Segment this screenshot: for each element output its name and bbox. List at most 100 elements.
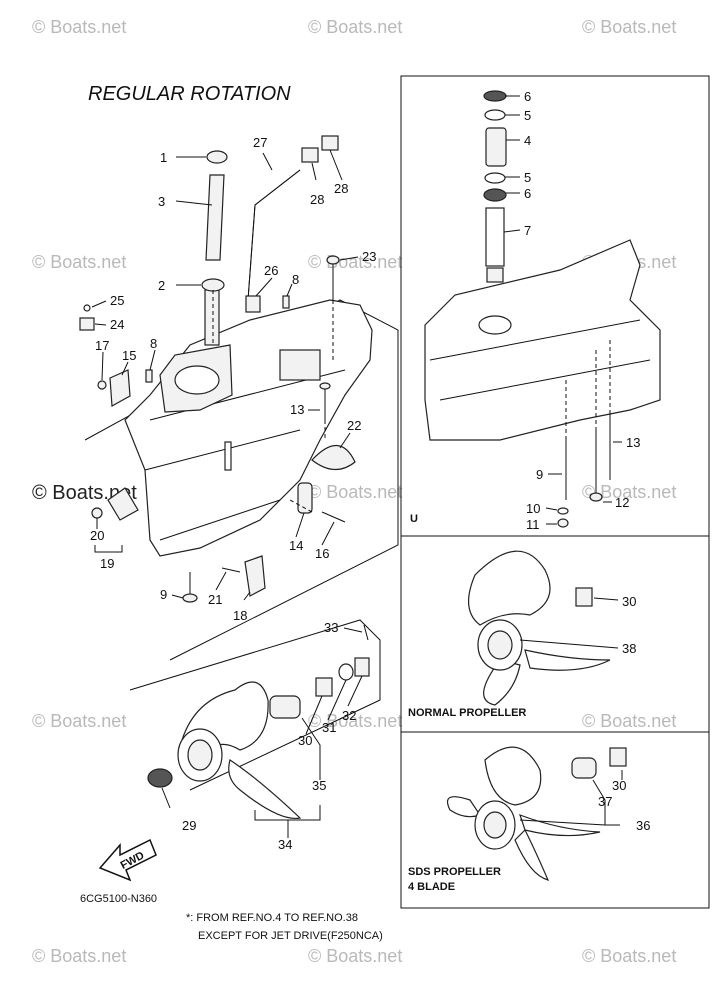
bolt-13-head: [319, 382, 331, 390]
leader-n38: [519, 639, 619, 649]
callout: 34: [278, 837, 292, 852]
callout: 15: [122, 348, 136, 363]
nut-32: [354, 657, 370, 677]
casing-u-contour: [429, 319, 651, 401]
leader-35: [301, 717, 321, 780]
sds-propeller-label: SDS PROPELLER: [408, 866, 501, 878]
water-pipe-inner: [247, 169, 301, 301]
watermark: © Boats.net: [32, 252, 126, 272]
watermark: © Boats.net: [308, 252, 402, 272]
normal-propeller: [468, 550, 611, 706]
leader-26: [255, 277, 273, 297]
callout: 10: [526, 501, 540, 516]
leader-30a: [305, 695, 323, 735]
propeller-blade-lower: [228, 759, 302, 820]
leader-23: [339, 256, 359, 261]
callout: 23: [362, 249, 376, 264]
callout: 8: [292, 272, 299, 287]
callout: 13: [626, 435, 640, 450]
callout: 9: [160, 587, 167, 602]
fwd-arrow: FWD: [98, 838, 157, 882]
callout: 7: [524, 223, 531, 238]
trim-tab-anode: [311, 444, 356, 471]
sds-propeller: [446, 746, 627, 881]
bolt-9-head: [182, 593, 198, 603]
callout: 4: [524, 133, 531, 148]
callout: 13: [290, 402, 304, 417]
watermarks: © Boats.net © Boats.net © Boats.net © Bo…: [32, 17, 676, 966]
callout: 27: [253, 135, 267, 150]
leader-u7: [503, 229, 521, 233]
watermark: © Boats.net: [32, 946, 126, 966]
callout: 8: [150, 336, 157, 351]
callout: 2: [158, 278, 165, 293]
cotter-pin-33: [363, 624, 369, 641]
grommet-28-b: [321, 135, 339, 151]
dowel-pin: [145, 369, 153, 383]
callout: 14: [289, 538, 303, 553]
normal-propeller-label: NORMAL PROPELLER: [408, 707, 526, 719]
callout: 17: [95, 338, 109, 353]
watermark: © Boats.net: [582, 711, 676, 731]
plug-24: [79, 317, 95, 331]
propeller-bore: [187, 739, 213, 771]
bushing-7: [485, 207, 505, 267]
panel-normal-propeller-frame: [400, 535, 710, 733]
panel-sds-propeller-frame: [400, 731, 710, 909]
leader-n30: [593, 597, 619, 601]
leader-u10: [545, 507, 558, 511]
water-inlet-slot: [224, 441, 232, 471]
anode-14: [297, 482, 313, 514]
water-tube: [205, 174, 225, 261]
panel-u-label: U: [410, 513, 418, 525]
callout: 30: [298, 733, 312, 748]
casing-u-bore: [478, 315, 512, 335]
callout: 6: [524, 186, 531, 201]
watermark: © Boats.net: [308, 711, 402, 731]
sds-propeller-blade-right: [519, 813, 601, 837]
leader-16: [321, 521, 335, 546]
cover-15: [109, 369, 131, 407]
leader-31: [327, 679, 347, 721]
sds-propeller-blade-label: 4 BLADE: [408, 881, 455, 893]
callout: 30: [622, 594, 636, 609]
callout: 29: [182, 818, 196, 833]
leader-33: [343, 627, 363, 633]
watermark: © Boats.net: [32, 17, 126, 37]
callout: 5: [524, 108, 531, 123]
bolt-16: [321, 511, 346, 523]
callout: 9: [536, 467, 543, 482]
gasket-25: [83, 304, 91, 312]
callout: 37: [598, 794, 612, 809]
callout: 20: [90, 528, 104, 543]
sleeve-4: [485, 127, 507, 167]
bracket-19: [107, 487, 139, 521]
casing-boss: [279, 349, 321, 381]
callout: 11: [526, 517, 540, 532]
callout: 18: [233, 608, 247, 623]
leader-21: [215, 571, 227, 591]
leader-32: [347, 675, 363, 707]
leader-18: [243, 591, 251, 601]
screw-21: [221, 567, 241, 573]
watermark: © Boats.net: [582, 482, 676, 502]
nut-11: [557, 518, 569, 528]
callout: 16: [315, 546, 329, 561]
grommet-28-a: [301, 147, 319, 163]
leader-17: [101, 351, 104, 381]
watermark: © Boats.net: [582, 17, 676, 37]
callout: 25: [110, 293, 124, 308]
callout: 32: [342, 708, 356, 723]
callout: 33: [324, 620, 338, 635]
normal-propeller-blade-right: [524, 649, 611, 671]
seal-26: [245, 295, 261, 313]
callout: 5: [524, 170, 531, 185]
callout: 31: [322, 720, 336, 735]
leader-27: [262, 152, 273, 171]
callout: 38: [622, 641, 636, 656]
right-panels: U NORMAL PROPELLER SDS PROPELLER 4 BLADE: [400, 75, 710, 909]
normal-propeller-bore: [487, 630, 513, 660]
impeller-housing: [174, 365, 220, 395]
bushing-37: [571, 757, 597, 779]
